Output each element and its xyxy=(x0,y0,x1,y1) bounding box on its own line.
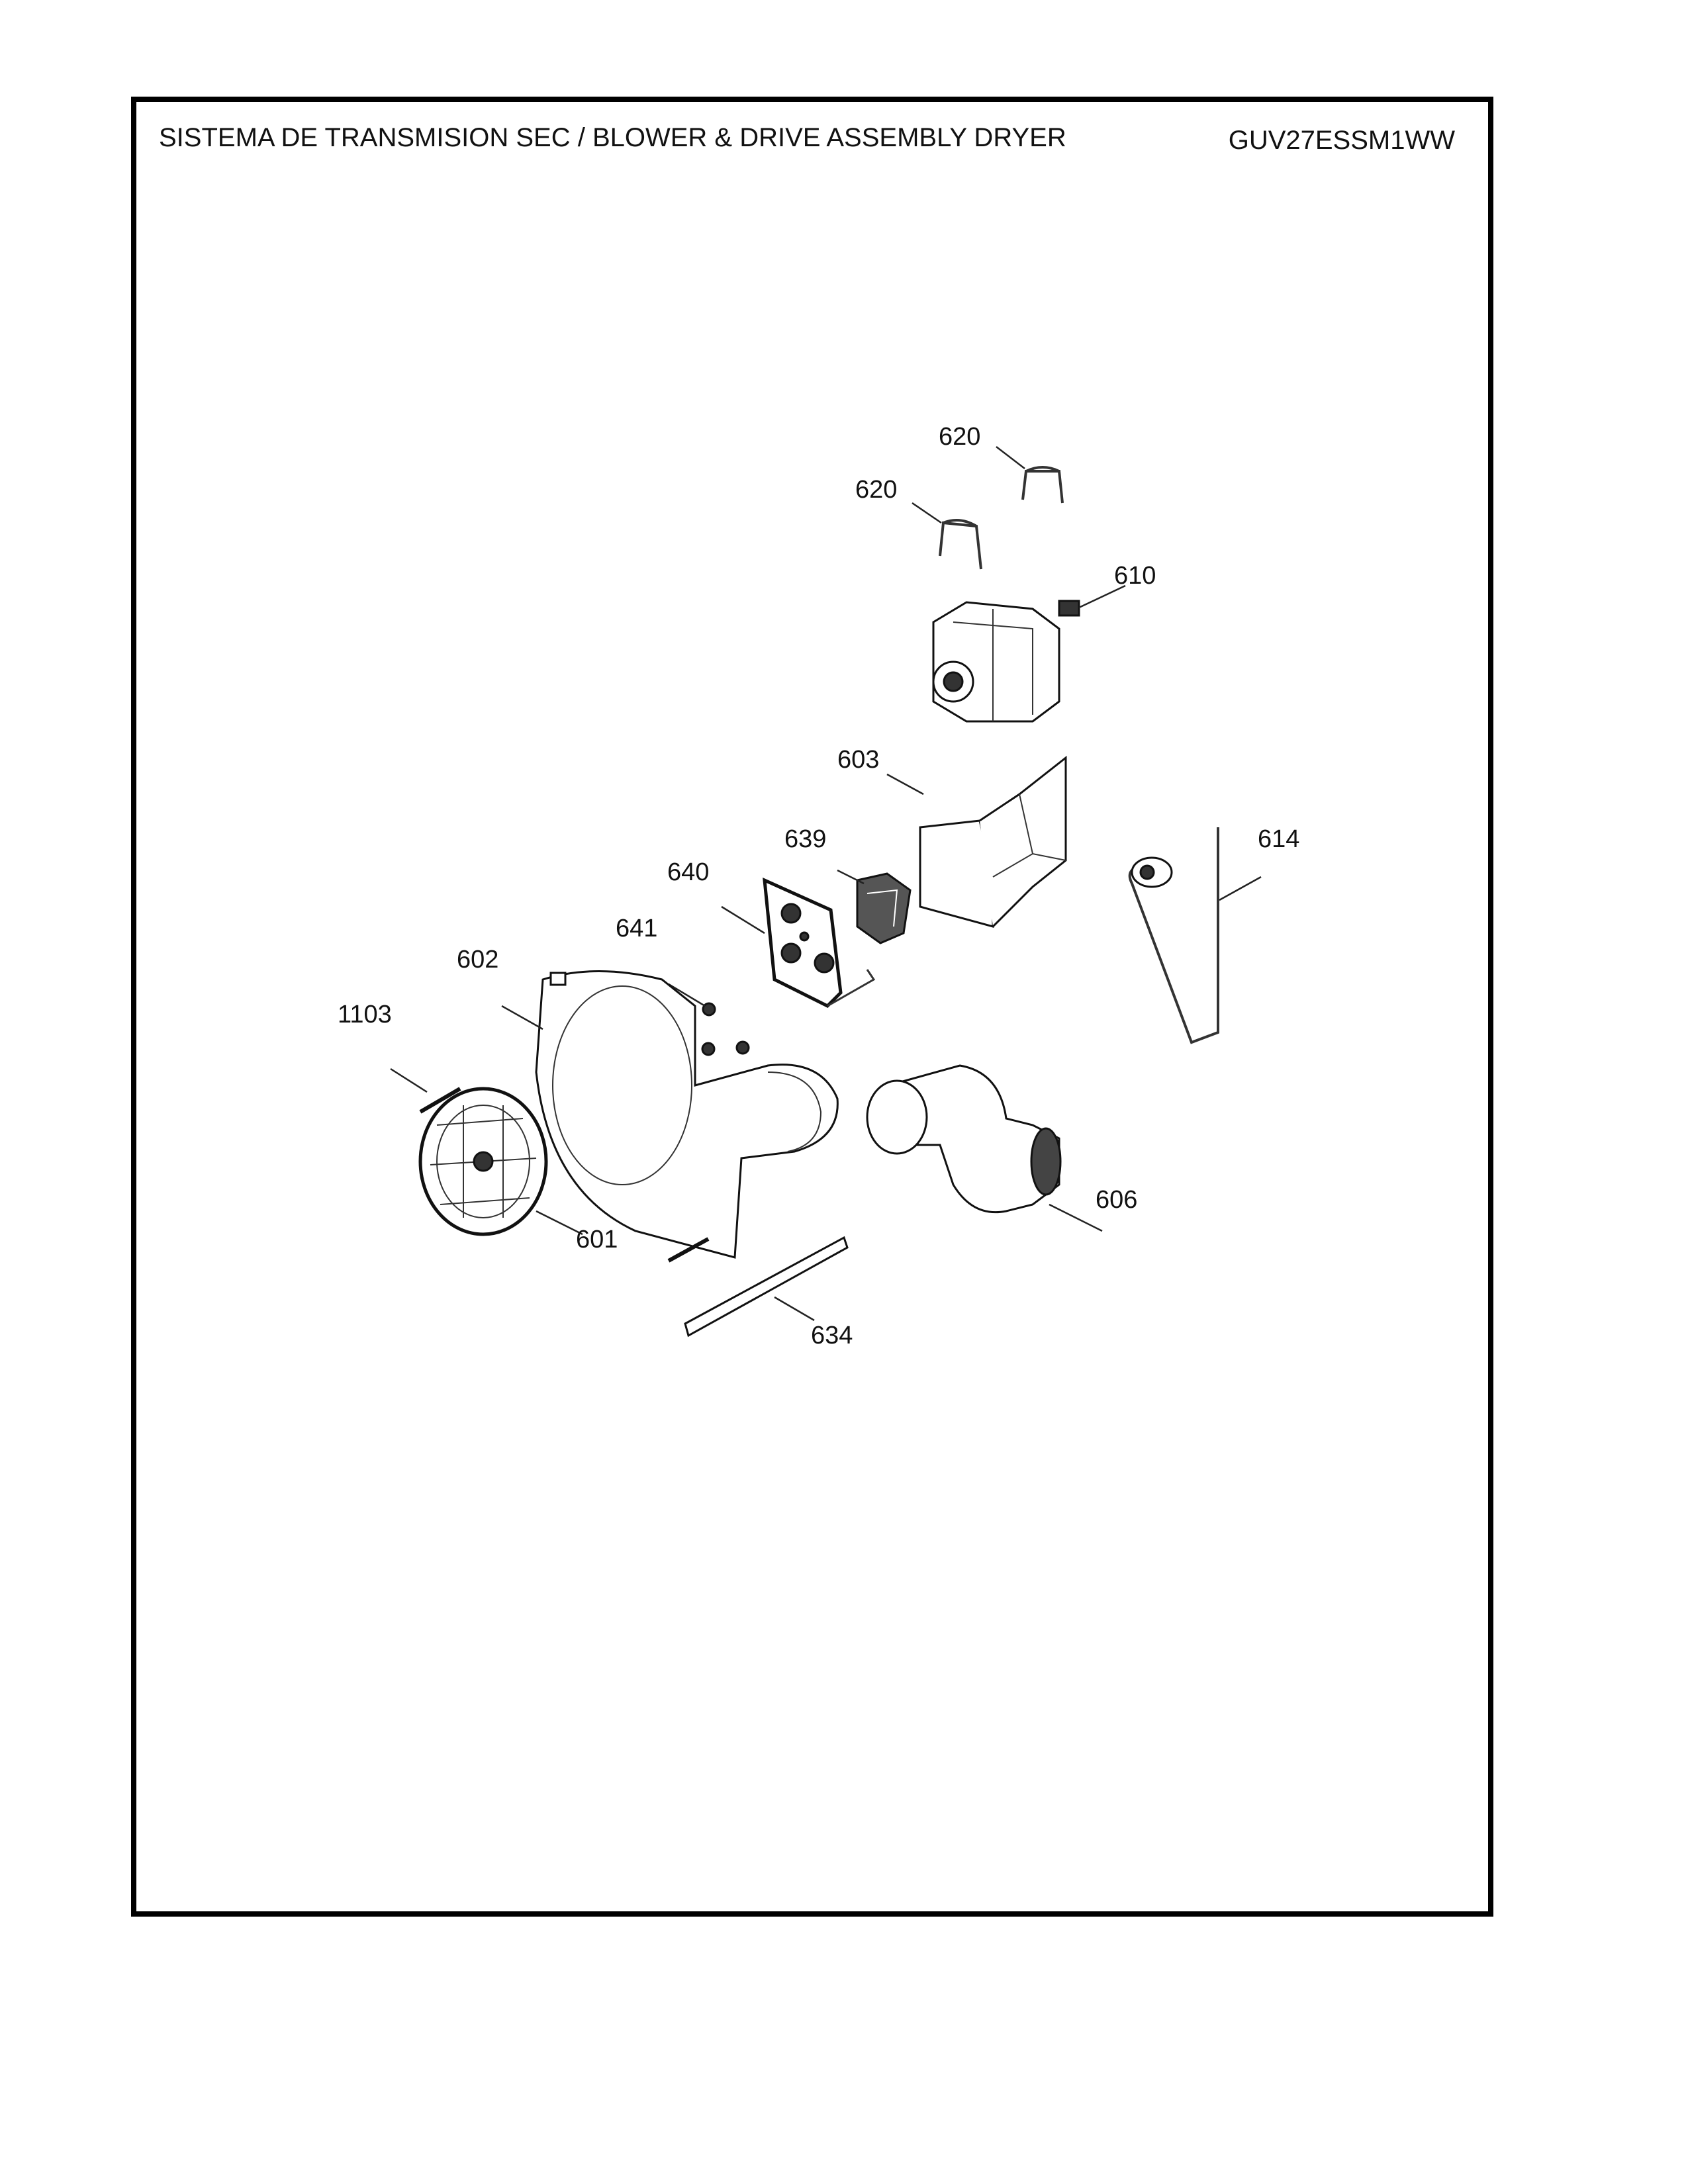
blower-housing-602 xyxy=(501,970,839,1259)
clip-620-upper xyxy=(996,446,1064,504)
idler-614 xyxy=(1128,827,1262,1044)
switch-639 xyxy=(837,869,912,944)
callout-606: 606 xyxy=(1096,1186,1137,1214)
callout-1103: 1103 xyxy=(338,1001,392,1028)
diagram-frame xyxy=(131,97,1493,1917)
callout-614: 614 xyxy=(1258,825,1299,853)
callout-610: 610 xyxy=(1114,562,1156,590)
duct-606 xyxy=(866,1064,1103,1232)
callout-620-lower: 620 xyxy=(855,476,897,504)
clip-620-lower xyxy=(912,502,982,570)
callout-601: 601 xyxy=(576,1226,618,1253)
callout-634: 634 xyxy=(811,1322,853,1349)
callout-639: 639 xyxy=(784,825,826,853)
model-number: GUV27ESSM1WW xyxy=(1228,126,1455,155)
callout-641: 641 xyxy=(616,915,657,942)
seal-634 xyxy=(684,1236,849,1338)
blower-wheel-601 xyxy=(418,1087,583,1236)
bolt-lower xyxy=(667,1237,710,1263)
diagram-title: SISTEMA DE TRANSMISION SEC / BLOWER & DR… xyxy=(159,123,1066,152)
drive-motor-610 xyxy=(932,584,1126,723)
motor-mount-603 xyxy=(886,755,1067,928)
bolt-1103 xyxy=(390,1068,461,1114)
callout-620-upper: 620 xyxy=(939,423,980,451)
callout-602: 602 xyxy=(457,946,498,974)
screws-641 xyxy=(668,983,750,1056)
plate-640 xyxy=(721,877,876,1009)
callout-640: 640 xyxy=(667,858,709,886)
callout-603: 603 xyxy=(837,746,879,774)
